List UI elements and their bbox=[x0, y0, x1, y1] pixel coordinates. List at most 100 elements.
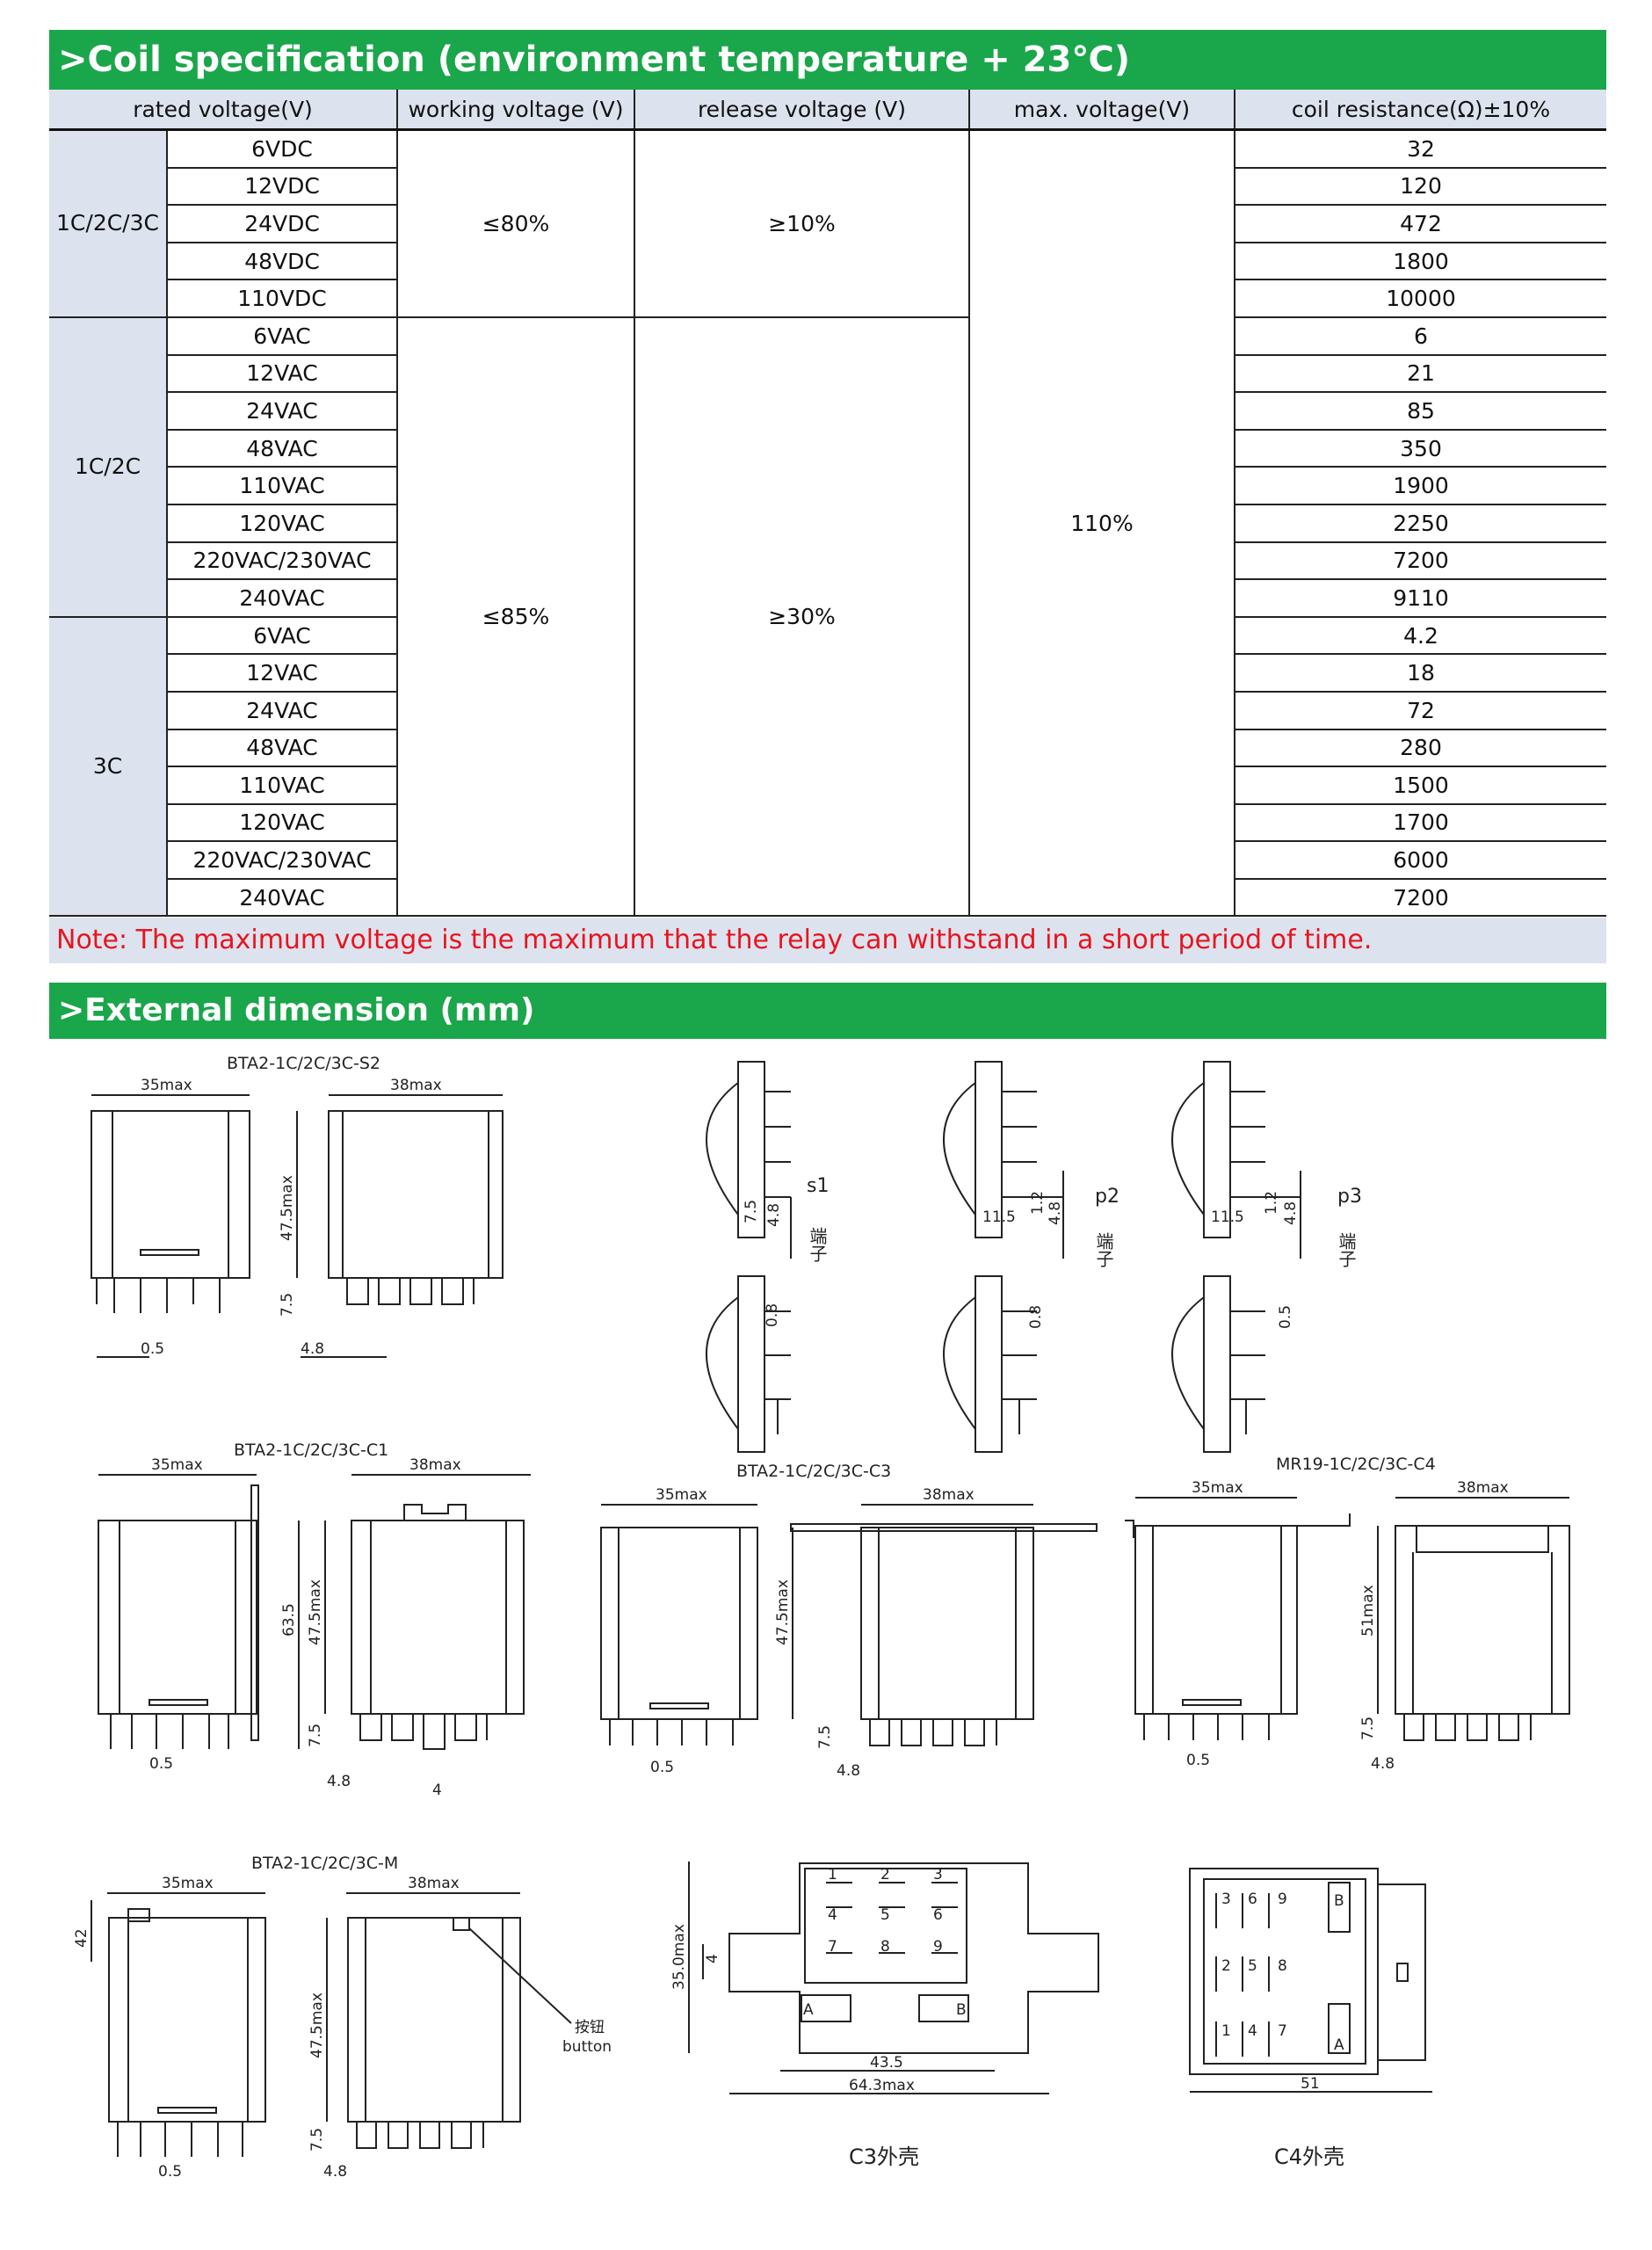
dim-11-5-p2: 11.5 bbox=[982, 1208, 1016, 1226]
max-voltage-note: Note: The maximum voltage is the maximum… bbox=[49, 918, 1606, 963]
coil-resistance-cell: 2250 bbox=[1235, 504, 1606, 543]
relay-side-s2 bbox=[328, 1110, 504, 1279]
dimension-drawings: BTA2-1C/2C/3C-S2 35max 38max 47.5max 7.5… bbox=[73, 1054, 1570, 2181]
rated-voltage-cell: 24VAC bbox=[167, 691, 398, 730]
housing-c3-label: C3外壳 bbox=[849, 2145, 919, 2169]
drawing-c4-housing: 3 6 9 2 5 8 1 4 7 B A 51 C4外壳 bbox=[1189, 1868, 1432, 2169]
dim-4-8-p2: 4.8 bbox=[1047, 1201, 1064, 1225]
terminal-s1-zi: 端子 bbox=[807, 1227, 828, 1262]
coil-resistance-cell: 32 bbox=[1235, 129, 1606, 169]
coil-resistance-cell: 72 bbox=[1235, 691, 1606, 730]
dim-35max-s2: 35max bbox=[141, 1077, 192, 1094]
pin-3-c3: 3 bbox=[933, 1866, 943, 1883]
dim-38max-m: 38max bbox=[408, 1875, 460, 1892]
release-voltage-dc: ≥10% bbox=[634, 129, 970, 318]
dim-0-8-s1: 0.8 bbox=[764, 1303, 781, 1327]
table-row: 12VDC 120 bbox=[49, 167, 1606, 207]
rated-voltage-cell: 24VAC bbox=[167, 392, 398, 431]
table-row: 24VAC 72 bbox=[49, 691, 1606, 730]
coil-resistance-cell: 1700 bbox=[1235, 803, 1606, 843]
model-label-c4: MR19-1C/2C/3C-C4 bbox=[1276, 1455, 1436, 1474]
pin-1-c4: 1 bbox=[1221, 2022, 1231, 2040]
release-voltage-ac: ≥30% bbox=[634, 316, 970, 918]
pin-2-c3: 2 bbox=[880, 1866, 890, 1883]
terminal-p3-zi: 端子 bbox=[1336, 1232, 1357, 1267]
coil-resistance-cell: 6 bbox=[1235, 316, 1606, 356]
pin-5-c3: 5 bbox=[880, 1906, 890, 1924]
rated-voltage-cell: 6VAC bbox=[167, 616, 398, 656]
dimension-title: >External dimension (mm) bbox=[49, 983, 1606, 1039]
model-label-c3: BTA2-1C/2C/3C-C3 bbox=[736, 1462, 891, 1481]
voltage-group-label: 1C/2C bbox=[49, 316, 168, 618]
table-row: 12VAC 21 bbox=[49, 354, 1606, 394]
rated-voltage-cell: 220VAC/230VAC bbox=[167, 541, 398, 581]
dim-35max-c4: 35max bbox=[1192, 1479, 1243, 1497]
pin-1-c3: 1 bbox=[828, 1866, 837, 1883]
dim-42-m: 42 bbox=[73, 1928, 91, 1948]
dim-0-5-p3: 0.5 bbox=[1277, 1305, 1294, 1329]
dim-38max-c4: 38max bbox=[1457, 1479, 1509, 1497]
coil-resistance-cell: 10000 bbox=[1235, 279, 1606, 318]
dim-4-8-m: 4.8 bbox=[323, 2163, 347, 2181]
drawing-m: BTA2-1C/2C/3C-M 35max 38max 42 47.5max 7… bbox=[73, 1854, 612, 2181]
pin-6-c3: 6 bbox=[933, 1906, 943, 1924]
dim-35max-m: 35max bbox=[162, 1875, 214, 1892]
table-row: 110VDC 10000 bbox=[49, 279, 1606, 318]
dim-4-8-c1: 4.8 bbox=[327, 1773, 351, 1790]
drawing-s2: BTA2-1C/2C/3C-S2 35max 38max 47.5max 7.5… bbox=[91, 1054, 504, 1358]
dim-7-5-c1: 7.5 bbox=[307, 1724, 324, 1747]
table-header-row: rated voltage(V) working voltage (V) rel… bbox=[49, 90, 1606, 131]
dim-0-5-c4: 0.5 bbox=[1186, 1752, 1210, 1769]
dim-11-5-p3: 11.5 bbox=[1211, 1208, 1244, 1226]
dim-47-5max-m: 47.5max bbox=[308, 1992, 326, 2058]
dim-35max-c1: 35max bbox=[151, 1456, 203, 1474]
terminal-s1: s1 bbox=[807, 1175, 829, 1197]
rated-voltage-cell: 110VDC bbox=[167, 279, 398, 318]
coil-resistance-cell: 7200 bbox=[1235, 541, 1606, 581]
voltage-group-label: 3C bbox=[49, 616, 168, 918]
dim-0-5-c3: 0.5 bbox=[650, 1759, 674, 1776]
header-release-voltage: release voltage (V) bbox=[634, 90, 970, 131]
working-voltage-dc: ≤80% bbox=[397, 129, 635, 318]
dim-0-5-s2: 0.5 bbox=[141, 1340, 164, 1358]
dim-7-5-c4: 7.5 bbox=[1359, 1717, 1377, 1740]
drawing-c3: BTA2-1C/2C/3C-C3 35max 38max 47.5max 7.5… bbox=[600, 1462, 1098, 1780]
pin-3-c4: 3 bbox=[1221, 1891, 1231, 1908]
rated-voltage-cell: 12VAC bbox=[167, 354, 398, 394]
coil-resistance-cell: 120 bbox=[1235, 167, 1606, 207]
rated-voltage-cell: 120VAC bbox=[167, 803, 398, 843]
dim-0-5-m: 0.5 bbox=[158, 2163, 182, 2181]
coil-resistance-cell: 18 bbox=[1235, 654, 1606, 693]
drawing-c3-housing: 35.0max 1 2 3 4 5 6 7 8 9 A B 4 43.5 64.… bbox=[670, 1862, 1099, 2169]
dim-4-c1: 4 bbox=[432, 1782, 442, 1799]
rated-voltage-cell: 12VDC bbox=[167, 167, 398, 207]
dim-64-3max-c3h: 64.3max bbox=[849, 2077, 915, 2094]
table-row: 120VAC 2250 bbox=[49, 504, 1606, 543]
pin-8-c3: 8 bbox=[880, 1938, 890, 1956]
dim-7-5-s1: 7.5 bbox=[743, 1200, 760, 1223]
housing-c4-label: C4外壳 bbox=[1274, 2145, 1344, 2169]
rated-voltage-cell: 120VAC bbox=[167, 504, 398, 543]
dim-7-5-m: 7.5 bbox=[308, 2128, 326, 2152]
coil-resistance-cell: 4.2 bbox=[1235, 616, 1606, 656]
dim-35max-c3: 35max bbox=[656, 1486, 707, 1504]
coil-spec-title: >Coil specification (environment tempera… bbox=[49, 30, 1606, 90]
relay-front-s2 bbox=[91, 1110, 250, 1279]
coil-resistance-cell: 1500 bbox=[1235, 766, 1606, 805]
dim-4-8-s1: 4.8 bbox=[765, 1203, 783, 1227]
pin-4-c3: 4 bbox=[828, 1906, 837, 1924]
coil-resistance-cell: 21 bbox=[1235, 354, 1606, 394]
dim-51max-c4: 51max bbox=[1359, 1585, 1377, 1637]
dim-38max-s2: 38max bbox=[390, 1077, 442, 1094]
pin-a-c3: A bbox=[803, 2001, 814, 2019]
model-label-c1: BTA2-1C/2C/3C-C1 bbox=[234, 1441, 388, 1460]
